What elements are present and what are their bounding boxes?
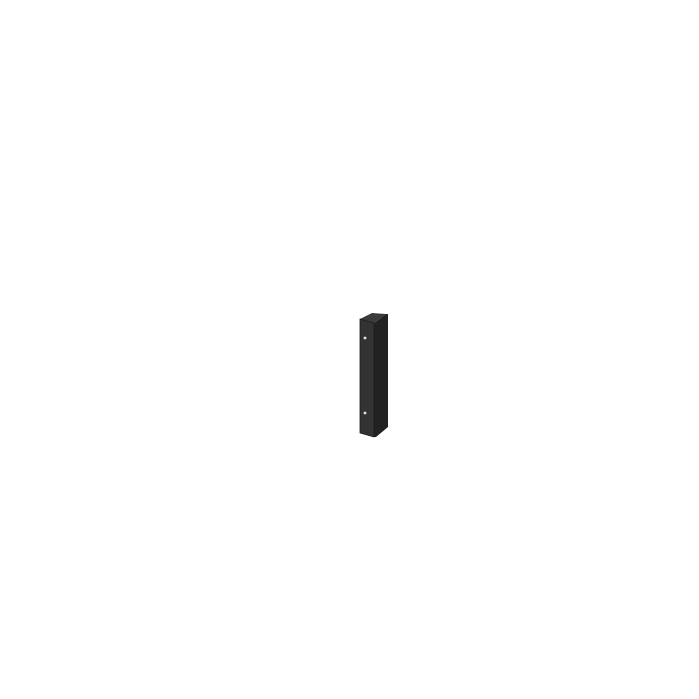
bracket-flange: [374, 314, 388, 437]
bracket-outline: [359, 318, 375, 438]
mounting-hole-top: [363, 336, 367, 340]
metal-bracket-image: [359, 313, 388, 438]
bracket-front-plate: [360, 319, 374, 437]
mounting-hole-bottom: [363, 411, 367, 415]
